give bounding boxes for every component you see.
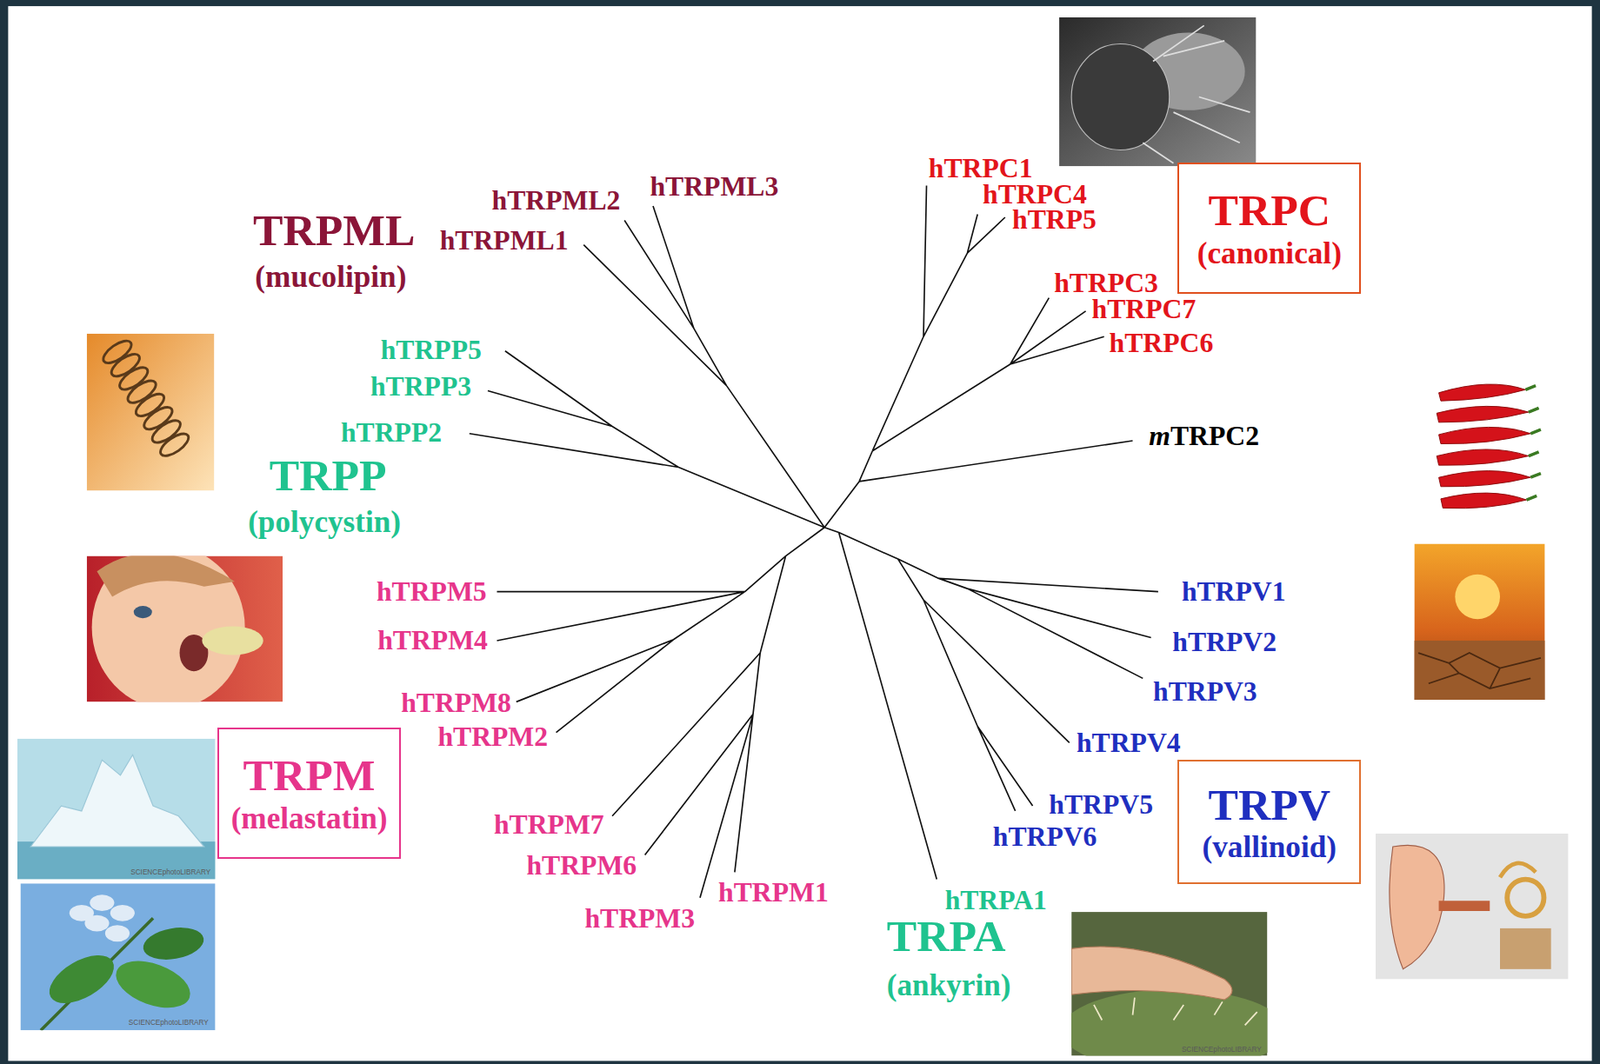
finger [1071,946,1233,1000]
gene-label: hTRPV6 [993,824,1098,853]
family-subtitle: (vallinoid) [1202,830,1337,866]
photo-ground [1420,374,1548,527]
mint-photo [20,883,215,1031]
gene-label: hTRPA1 [945,886,1047,915]
gene-label: hTRP5 [1012,206,1097,235]
semicircular-canal [1500,863,1536,878]
tree-branches [469,186,1159,899]
photo-ground [20,883,215,1031]
chili-peppers [1436,384,1531,509]
family-title: TRPM [243,749,376,801]
gene-label: hTRPC1 [928,154,1034,183]
photo-ground [1059,17,1256,167]
family-title: TRPC [1208,184,1332,236]
gene-label: hTRPV3 [1153,678,1258,707]
mint-leaf [140,923,207,965]
watermark: SCIENCEphotoLIBRARY [1181,1046,1262,1054]
gene-label: hTRPML1 [440,226,569,255]
sun [1454,574,1500,620]
outer-ear [1389,845,1445,969]
mint-leaf [109,952,197,1018]
spines [1093,998,1258,1027]
family-subtitle: (canonical) [1197,236,1342,272]
ear-canal [1439,900,1491,912]
photo-ground [1413,543,1545,700]
photo-ground [1375,833,1569,980]
watermark: SCIENCEphotoLIBRARY [130,869,211,877]
fly-bristles [1142,25,1250,163]
family-label: TRPP [269,453,387,499]
gene-label: hTRPC7 [1092,295,1197,324]
gene-label: mTRPC2 [1148,422,1260,451]
iceberg [30,754,204,847]
iceberg-photo [17,739,216,880]
chili-stems [1525,386,1541,500]
spring-photo [86,333,215,492]
mint-pills [69,894,135,942]
sea [17,841,216,880]
gene-label: hTRPC4 [982,180,1087,209]
cracked-ground [1413,640,1545,700]
family-subtitle: (mucolipin) [254,262,407,294]
gene-label: hTRPV2 [1172,628,1277,657]
spring-coil [100,336,193,460]
gene-label: hTRPV5 [1048,791,1154,820]
gene-label: hTRPM3 [584,905,695,934]
family-label: TRPML [253,207,415,254]
white-panel [7,6,1592,1061]
baby-hair [96,556,234,598]
cactus-photo [1071,912,1267,1056]
family-box: TRPV(vallinoid) [1177,760,1361,885]
gene-label: hTRPP3 [370,373,472,401]
gene-label: hTRPM7 [493,811,605,840]
gene-label: hTRPP2 [340,419,442,447]
gene-label: hTRPM8 [400,689,512,718]
desert-sun-photo [1413,543,1545,700]
gene-label: hTRPML2 [492,186,621,215]
family-title: TRPV [1208,779,1332,831]
gene-label: hTRPML3 [650,173,780,201]
fly-photo [1059,17,1256,167]
photo-ground [17,739,216,880]
family-subtitle: (polycystin) [247,506,401,538]
gene-label: hTRPV4 [1076,730,1181,759]
photo-ground [86,333,215,492]
cracks [1418,653,1541,689]
gene-label: hTRPM4 [377,626,488,655]
family-box: TRPC(canonical) [1177,162,1361,294]
cochlea [1506,880,1544,917]
mint-leaf [41,946,122,1014]
gene-label: hTRPM6 [526,852,638,880]
gene-label: hTRPM2 [437,724,548,753]
cactus [1071,989,1267,1056]
gene-label: hTRPM1 [718,879,829,907]
baby-photo [86,556,283,703]
family-subtitle: (melastatin) [231,801,388,837]
family-label: TRPA [886,913,1007,960]
spoon-food [201,626,263,656]
chili-photo [1420,374,1548,527]
gene-label: hTRPP5 [380,336,482,365]
ear-photo [1375,833,1569,980]
gene-label: hTRPC6 [1109,330,1214,359]
gene-label: hTRPV1 [1181,578,1287,607]
family-subtitle: (ankyrin) [886,970,1012,1001]
baby-eye [133,606,153,619]
bone [1500,928,1552,970]
family-box: TRPM(melastatin) [217,727,401,860]
gene-label: hTRPM5 [376,578,487,607]
watermark: SCIENCEphotoLIBRARY [128,1020,209,1027]
gene-label: hTRPC3 [1053,269,1159,298]
